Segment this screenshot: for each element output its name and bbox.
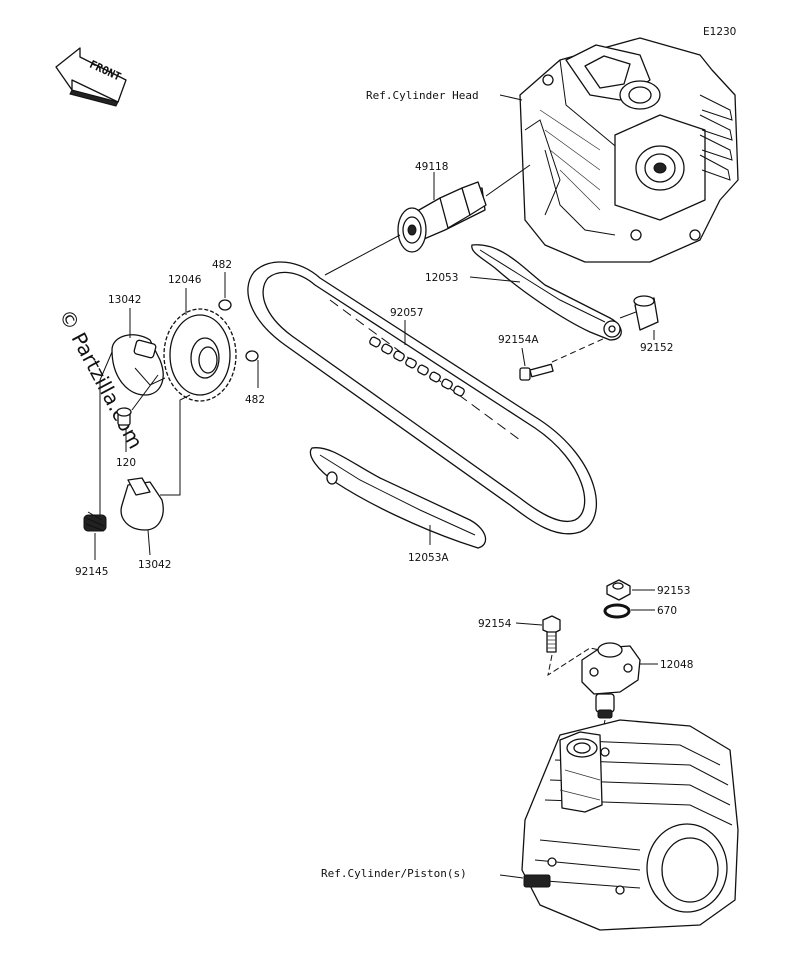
- cam-chain-tensioner-12048: [581, 642, 641, 719]
- cam-sprocket-12046: [163, 308, 237, 402]
- bolt-92154: [542, 615, 561, 653]
- part-92057: 92057: [390, 307, 423, 319]
- cylinder-head: [519, 37, 739, 263]
- decompressor-weight-13042-lower: [120, 477, 164, 531]
- chain-guide-12053: [471, 244, 622, 341]
- diagram-code: E1230: [703, 26, 736, 38]
- nut-92153: [606, 579, 631, 601]
- part-49118: 49118: [415, 161, 448, 173]
- spring-92145: [83, 511, 107, 532]
- decompressor-weight-13042-upper: [111, 334, 166, 396]
- part-13042-upper: 13042: [108, 294, 141, 306]
- pin-482-lower: [245, 350, 259, 362]
- part-12046: 12046: [168, 274, 202, 286]
- part-92154a: 92154A: [498, 334, 539, 346]
- cylinder-block: [521, 719, 739, 931]
- part-12053: 12053: [425, 272, 458, 284]
- part-482-upper: 482: [212, 259, 232, 271]
- camshaft-49118: [397, 181, 487, 253]
- chain-guide-12053a: [309, 447, 487, 549]
- part-92145: 92145: [75, 566, 108, 578]
- part-482-lower: 482: [245, 394, 265, 406]
- part-12048: 12048: [660, 659, 693, 671]
- cam-chain-links: [369, 336, 465, 397]
- bolt-120: [116, 407, 132, 426]
- o-ring-670: [603, 603, 631, 619]
- part-92152: 92152: [640, 342, 673, 354]
- collar-92152: [633, 295, 659, 331]
- front-arrow-icon: FRONT: [55, 47, 127, 107]
- part-12053a: 12053A: [408, 552, 449, 564]
- part-670: 670: [657, 605, 677, 617]
- part-120: 120: [116, 457, 136, 469]
- ref-cylinder-piston-label: Ref.Cylinder/Piston(s): [321, 867, 467, 880]
- pin-482-upper: [218, 299, 232, 311]
- ref-cylinder-head-label: Ref.Cylinder Head: [366, 89, 479, 102]
- part-92154: 92154: [478, 618, 512, 630]
- bolt-92154a: [519, 363, 554, 381]
- part-92153: 92153: [657, 585, 690, 597]
- part-13042-lower: 13042: [138, 559, 171, 571]
